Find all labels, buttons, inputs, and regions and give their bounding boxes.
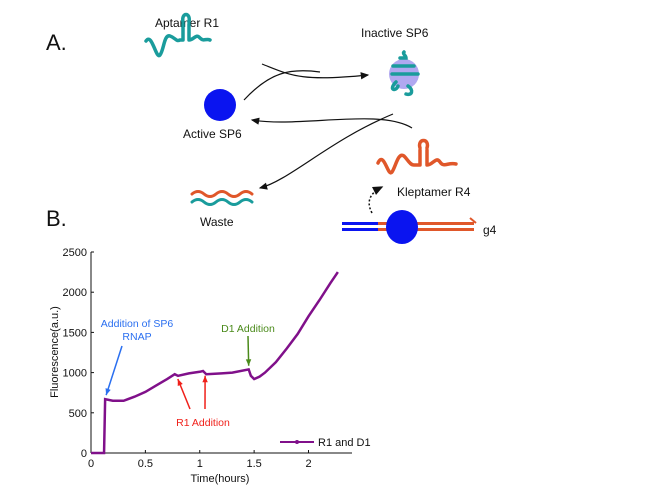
annotation-d1: D1 Addition [221,323,275,335]
series-line-r1-d1 [91,271,339,455]
reaction-arrows [243,63,413,190]
arrow-sp6-head [105,388,111,396]
x-tick-label: 0 [88,458,94,470]
gene-label: g4 [483,223,497,237]
x-tick-label: 1 [197,458,203,470]
x-tick-label: 2 [305,458,311,470]
annotation-sp6-line2: RNAP [122,331,151,343]
y-tick-label: 500 [69,408,87,420]
arrow-r1-second-head [202,375,208,383]
panel-b-label: B. [46,206,67,231]
panel-a-label: A. [46,30,67,55]
legend-label: R1 and D1 [318,437,371,449]
x-axis-label: Time(hours) [191,473,250,485]
y-axis-label: Fluorescence(a.u.) [49,306,61,398]
arrow-r1-first-head [177,379,183,387]
kleptamer-label: Kleptamer R4 [397,185,471,199]
y-tick-label: 2500 [63,247,87,259]
aptamer-label: Aptamer R1 [155,16,219,30]
active-sp6-icon [204,89,236,121]
y-tick-label: 0 [81,448,87,460]
arrow-d1-head [245,359,252,366]
waste-label: Waste [200,215,234,229]
x-tick-label: 1.5 [246,458,261,470]
aptamer-r1-icon [144,12,212,58]
legend-marker [295,440,299,444]
y-tick-label: 1000 [63,368,87,380]
annotation-sp6: Addition of SP6 [101,318,174,330]
kleptamer-r4-icon [376,138,458,175]
x-tick-label: 0.5 [138,458,153,470]
y-tick-label: 2000 [63,287,87,299]
inactive-sp6-icon [389,50,420,97]
waste-icon [190,190,254,206]
fluorescence-chart: Time(hours) Fluorescence(a.u.) R1 and D1… [49,247,371,485]
annotation-r1: R1 Addition [176,417,230,429]
y-tick-label: 1500 [63,327,87,339]
transcription-arrow [368,186,384,214]
inactive-sp6-label: Inactive SP6 [361,26,429,40]
gene-template-icon [342,210,477,244]
arrow-sp6 [105,345,123,396]
active-sp6-label: Active SP6 [183,127,242,141]
